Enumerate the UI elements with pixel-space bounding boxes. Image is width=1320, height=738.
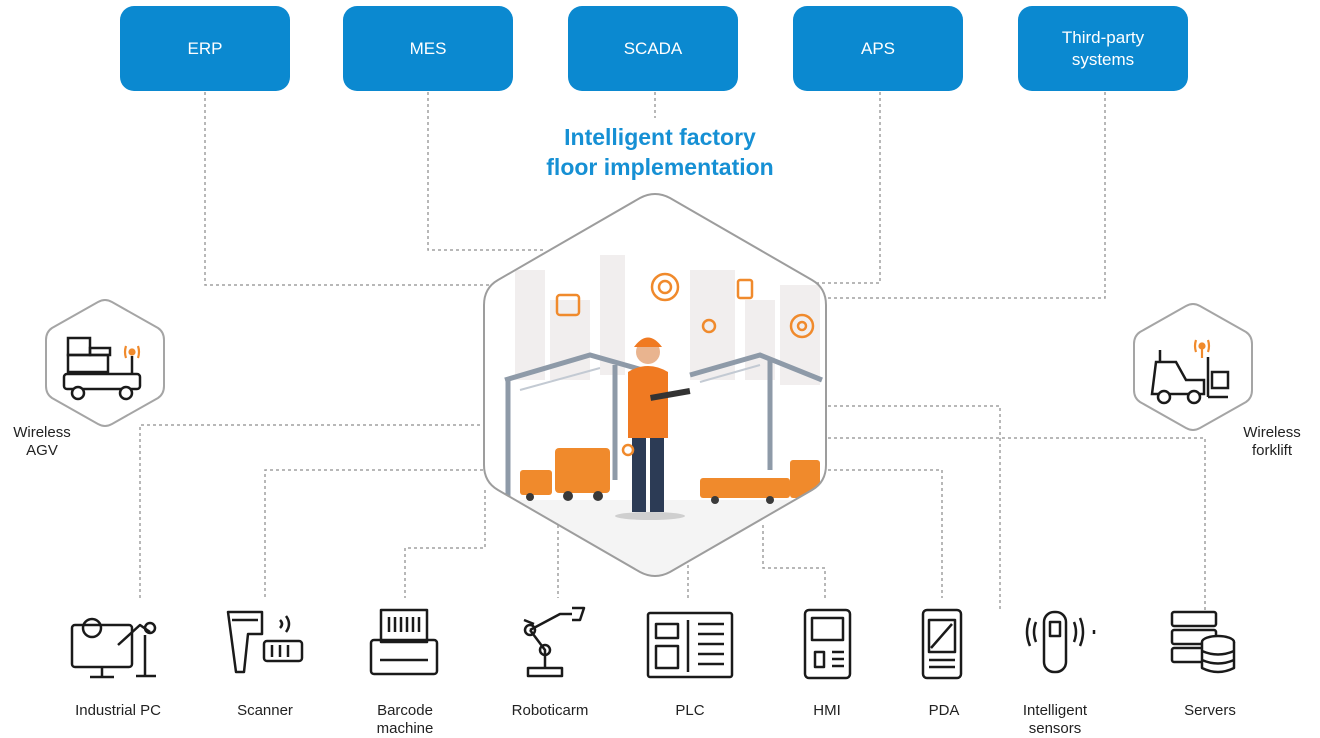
industrial-pc-icon (70, 617, 157, 679)
pda-icon (921, 608, 963, 680)
system-label: APS (860, 38, 896, 58)
system-label: SCADA (623, 38, 683, 58)
label-line: Roboticarm (511, 702, 589, 719)
device-label-industrial-pc: Industrial PC (48, 702, 188, 720)
system-label: Third-party systems (1061, 27, 1145, 69)
agv-icon (62, 336, 142, 401)
label-line: Scanner (237, 702, 293, 719)
system-box-erp[interactable]: ERP (120, 6, 290, 91)
label-line: PDA (928, 702, 960, 719)
label-line: Barcode (377, 702, 433, 719)
label-line: forklift (1251, 442, 1292, 459)
label-line: PLC (675, 702, 705, 719)
label-line: Wireless (1243, 424, 1301, 441)
system-box-scada[interactable]: SCADA (568, 6, 738, 91)
robotic-arm-icon (523, 606, 586, 678)
label-line: Servers (1184, 702, 1236, 719)
connector-forklift-servers (822, 437, 1206, 612)
connector-barcode (404, 490, 486, 598)
label-line: AGV (26, 442, 58, 459)
device-label-robotic-arm: Roboticarm (490, 702, 610, 720)
connector-hmi (762, 525, 826, 598)
label-line: Intelligent (1022, 702, 1088, 719)
connector-mes (427, 92, 545, 251)
label-line: sensors (1028, 720, 1082, 737)
system-box-third-party[interactable]: Third-party systems (1018, 6, 1188, 91)
forklift-icon (1150, 350, 1230, 405)
worker-figure (615, 337, 691, 520)
forklift-hexagon (1133, 303, 1253, 431)
connector-aps (815, 92, 881, 284)
device-label-hmi: HMI (777, 702, 877, 720)
hmi-icon (803, 608, 852, 680)
connector-pda (822, 469, 943, 598)
label-line: Industrial PC (75, 702, 161, 719)
sensor-icon (1025, 610, 1096, 674)
device-label-pda: PDA (894, 702, 994, 720)
connector-third-party (822, 92, 1106, 299)
system-box-mes[interactable]: MES (343, 6, 513, 91)
connector-scanner (264, 469, 495, 598)
plc-icon (646, 611, 734, 679)
agv-hexagon (45, 299, 165, 427)
server-icon (1170, 610, 1236, 674)
title-line-2: floor implementation (546, 154, 774, 180)
system-label: ERP (187, 38, 223, 58)
label-line: HMI (813, 702, 841, 719)
label-line: Wireless (13, 424, 71, 441)
label-line: machine (376, 720, 434, 737)
device-label-plc: PLC (640, 702, 740, 720)
connector-erp (204, 92, 492, 286)
barcode-machine-icon (369, 608, 439, 676)
diagram-title: Intelligent factory floor implementation (480, 122, 840, 182)
device-label-servers: Servers (1160, 702, 1260, 720)
title-line-1: Intelligent factory (564, 124, 756, 150)
scanner-icon (226, 610, 304, 674)
forklift-label: Wireless forklift (1230, 424, 1314, 460)
agv-label: Wireless AGV (7, 424, 77, 460)
system-label: MES (409, 38, 447, 58)
device-label-scanner: Scanner (210, 702, 320, 720)
system-box-aps[interactable]: APS (793, 6, 963, 91)
